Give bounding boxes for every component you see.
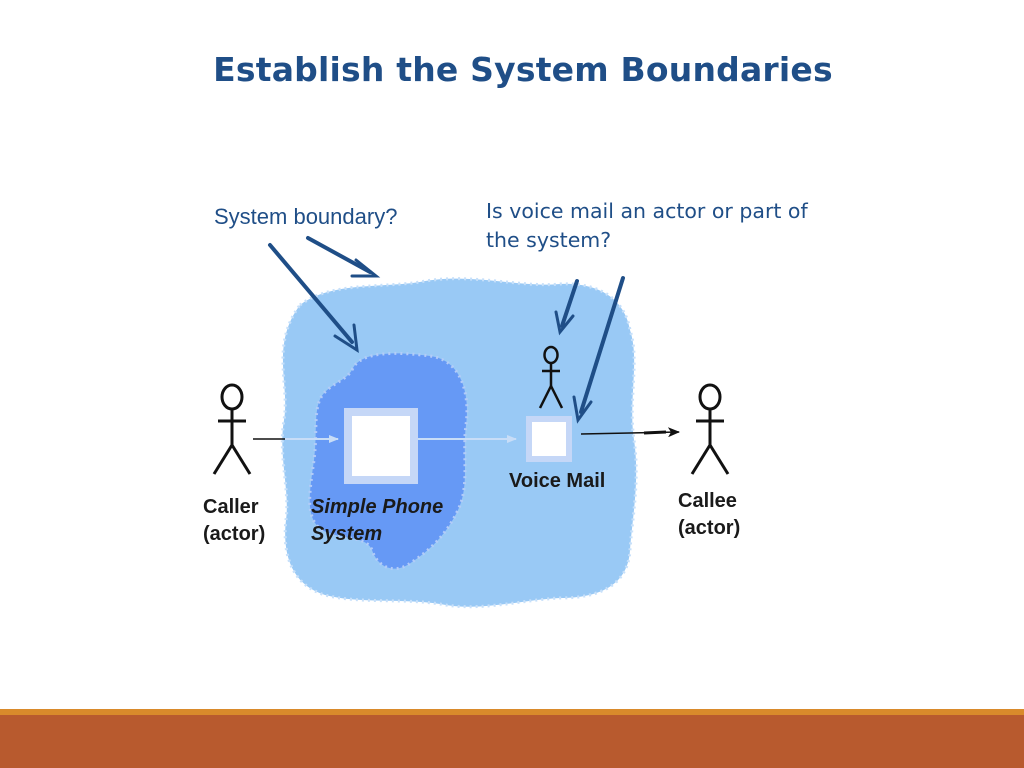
simple-phone-system-box: [344, 408, 418, 484]
slide-title: Establish the System Boundaries: [213, 50, 833, 89]
inner-boundary-pointer-head: [333, 323, 359, 353]
voice-mail-actor-icon: [538, 345, 564, 409]
caller-label-name: Caller: [203, 496, 259, 518]
voice-mail-actor-pointer-head: [554, 310, 575, 336]
system-boundary-callout: System boundary?: [214, 204, 398, 229]
voice-mail-box-pointer-head: [572, 395, 593, 424]
simple-phone-system-label: Simple Phone System: [311, 494, 443, 548]
caller-label: Caller (actor): [203, 494, 265, 548]
outer-boundary-pointer-head: [350, 258, 381, 278]
callee-label: Callee (actor): [678, 488, 740, 542]
voice-mail-actor-pointer-arrow: [560, 279, 579, 328]
voice-mail-box: [526, 416, 572, 462]
outer-boundary-pointer-arrow: [306, 236, 372, 274]
caller-label-role: (actor): [203, 523, 266, 545]
callee-label-role: (actor): [678, 517, 741, 539]
caller-actor-icon: [212, 383, 252, 475]
callee-actor-icon: [690, 383, 730, 475]
voice-mail-to-callee-arrow-heavy: [643, 430, 667, 435]
voice-mail-question-callout: Is voice mail an actor or part of the sy…: [486, 199, 808, 252]
voice-mail-label: Voice Mail: [509, 470, 606, 492]
footer-rule: [0, 709, 1024, 715]
simple-phone-system-label-line2: System: [311, 523, 383, 545]
callout-arrows: [268, 236, 625, 424]
footer-band: [0, 715, 1024, 768]
inner-boundary-pointer-arrow: [268, 243, 354, 344]
voice-mail-box-pointer-arrow: [579, 276, 625, 414]
simple-phone-system-label-line1: Simple Phone: [311, 496, 444, 518]
callee-label-name: Callee: [678, 490, 737, 512]
